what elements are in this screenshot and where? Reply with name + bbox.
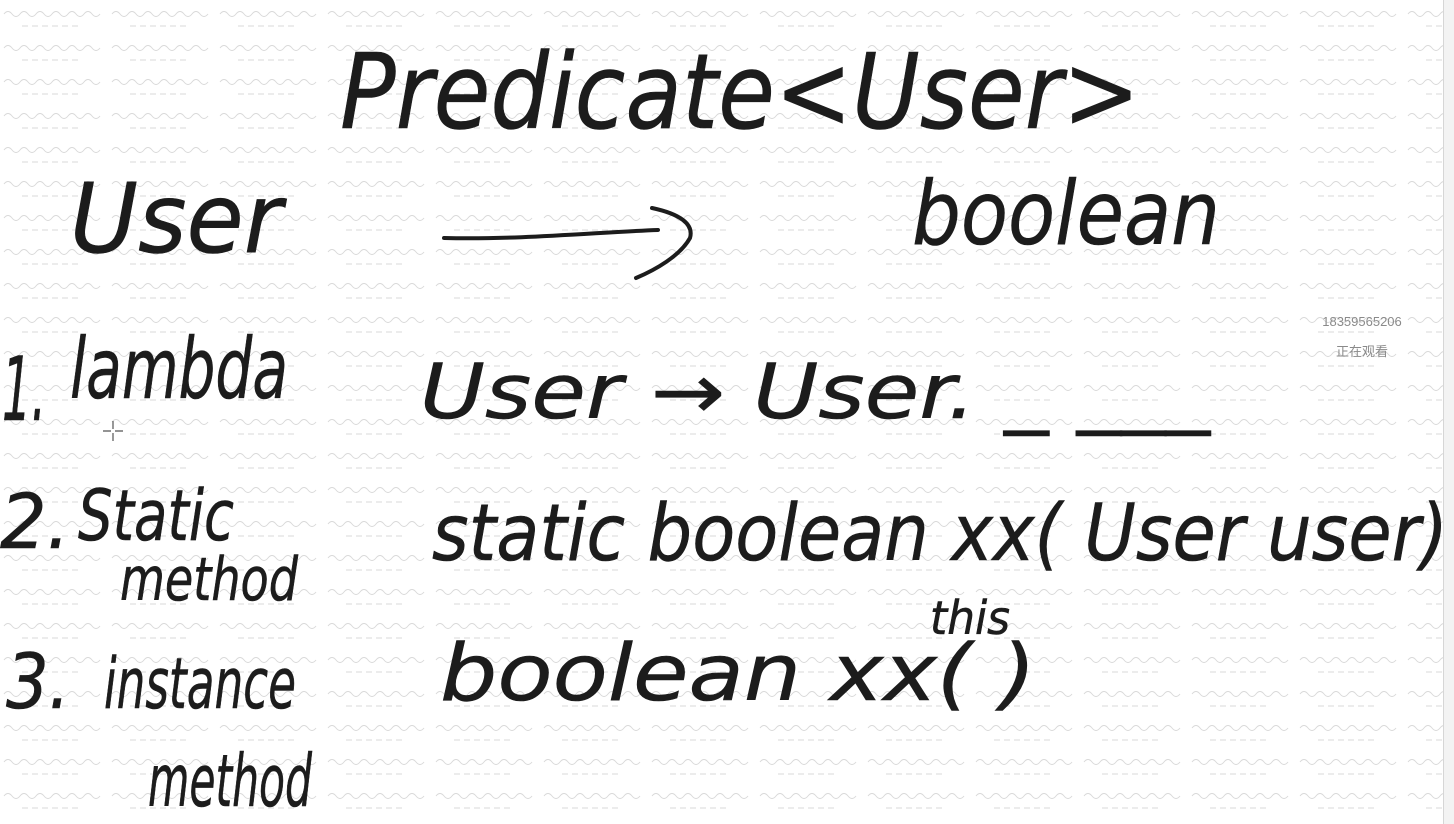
item-label-line2: method	[120, 545, 299, 615]
item-label: instance	[104, 643, 296, 725]
item-number: 1.	[2, 338, 46, 441]
title: Predicate<User>	[340, 31, 1140, 153]
item-expression: static boolean xx( User user)	[432, 489, 1448, 579]
item-expression: boolean xx( )	[440, 629, 1036, 719]
item-number: 3.	[6, 637, 70, 726]
item-label: Static	[78, 475, 234, 557]
arrow-right-icon	[442, 206, 693, 280]
item-number: 2.	[0, 477, 70, 566]
scrollbar[interactable]	[1443, 0, 1454, 824]
mapping-output: boolean	[912, 162, 1220, 265]
mapping-input: User	[70, 163, 287, 275]
item-label: lambda	[70, 320, 288, 418]
crosshair-cursor-icon	[103, 421, 123, 441]
item-label-line2: method	[148, 739, 313, 823]
viewer-status: 正在观看	[1335, 344, 1388, 359]
item-expression: User → User. _ ___	[420, 347, 1211, 436]
viewer-phone: 18359565206	[1322, 314, 1402, 329]
item-annotation: this	[930, 591, 1010, 645]
